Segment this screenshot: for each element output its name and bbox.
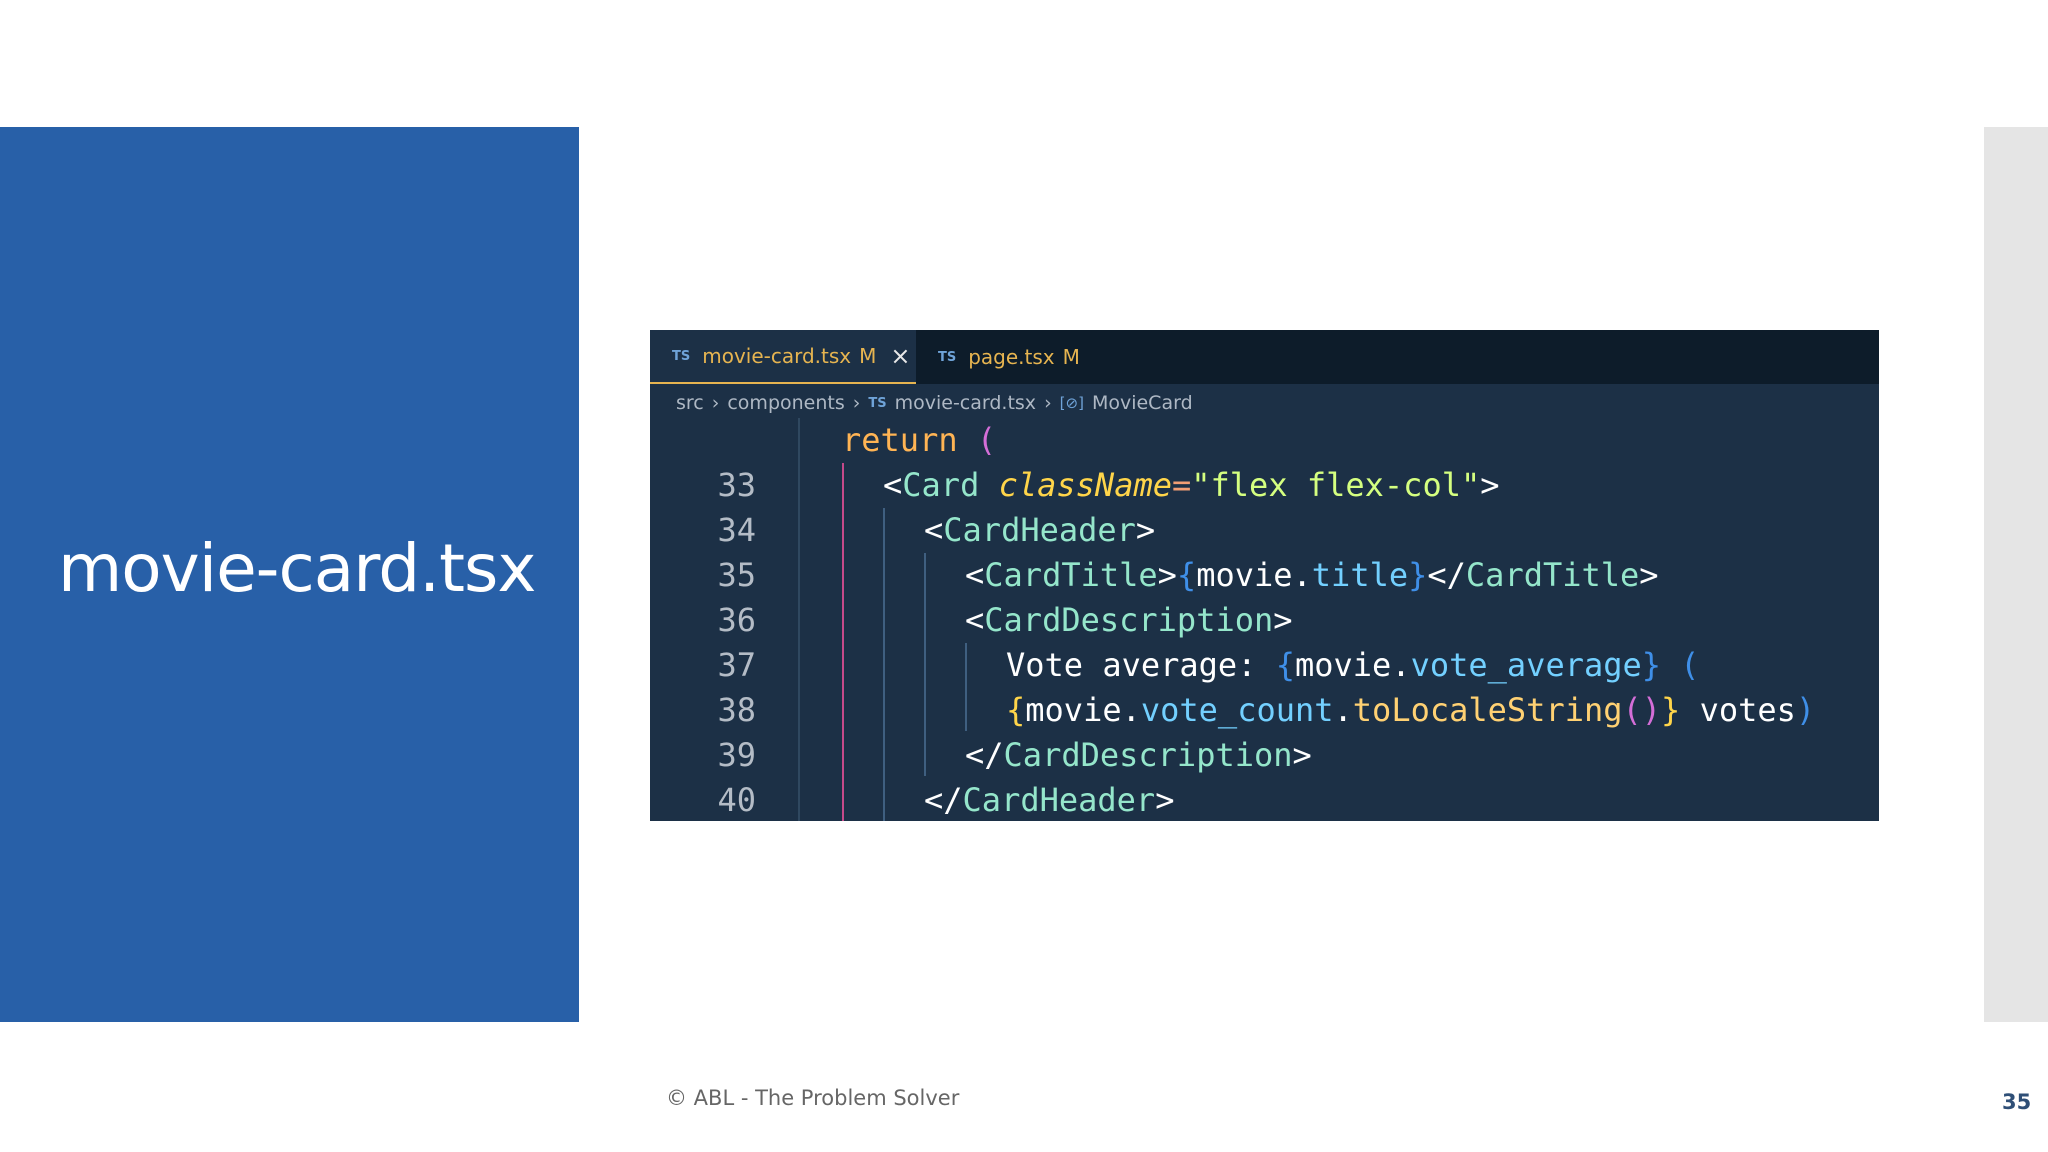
indent-guide	[798, 418, 800, 821]
slide-title: movie-card.tsx	[58, 530, 536, 607]
code-line: 38 Vote average: {movie.vote_average} (	[650, 643, 1879, 729]
code-line: 36 <CardTitle>{movie.title}</CardTitle>	[650, 553, 1879, 639]
breadcrumb-components[interactable]: components	[727, 392, 845, 414]
modified-indicator: M	[1062, 345, 1080, 369]
typescript-file-icon: TS	[672, 348, 691, 364]
footer-copyright: © ABL - The Problem Solver	[666, 1086, 960, 1110]
line-number: 34	[717, 511, 756, 549]
tab-movie-card[interactable]: TS movie-card.tsx M ×	[650, 330, 916, 384]
side-strip	[1984, 127, 2048, 1022]
line-number: 37	[717, 646, 756, 684]
close-icon[interactable]: ×	[890, 342, 911, 370]
symbol-icon: [⊘]	[1059, 394, 1084, 412]
tab-label: movie-card.tsx	[702, 344, 852, 368]
line-number: 36	[717, 601, 756, 639]
code-line: 37 <CardDescription>	[650, 598, 1879, 684]
editor-tab-bar: TS movie-card.tsx M × TS page.tsx M	[650, 330, 1879, 384]
tab-label: page.tsx	[968, 345, 1055, 369]
indent-guide	[883, 508, 885, 821]
chevron-right-icon: ›	[1044, 392, 1052, 414]
modified-indicator: M	[859, 344, 877, 368]
breadcrumb: src › components › TS movie-card.tsx › […	[676, 388, 1193, 418]
typescript-file-icon: TS	[868, 395, 887, 411]
title-panel	[0, 127, 579, 1022]
code-line: 34 <Card className="flex flex-col">	[650, 463, 1879, 549]
chevron-right-icon: ›	[711, 392, 720, 414]
code-line: 41 </CardHeader>	[924, 781, 1175, 819]
line-number: 33	[717, 466, 756, 504]
code-line: 35 <CardHeader>	[650, 508, 1879, 594]
indent-guide	[965, 643, 967, 731]
breadcrumb-file[interactable]: movie-card.tsx	[894, 392, 1037, 414]
line-number: 38	[717, 691, 756, 729]
code-area[interactable]: 33 return ( 34 <Card className="flex fle…	[650, 418, 1879, 821]
line-number: 35	[717, 556, 756, 594]
code-screenshot: TS movie-card.tsx M × TS page.tsx M src …	[650, 330, 1879, 821]
indent-guide	[842, 463, 844, 821]
page-number: 35	[2002, 1090, 2032, 1114]
line-number: 40	[717, 781, 756, 819]
indent-guide	[924, 553, 926, 776]
code-line: 39 {movie.vote_count.toLocaleString()} v…	[650, 688, 1879, 774]
tab-page[interactable]: TS page.tsx M	[916, 330, 1096, 384]
code-line: 40 </CardDescription>	[650, 733, 1879, 819]
breadcrumb-src[interactable]: src	[676, 392, 704, 414]
typescript-file-icon: TS	[938, 349, 957, 365]
line-number: 39	[717, 736, 756, 774]
chevron-right-icon: ›	[852, 392, 861, 414]
breadcrumb-symbol[interactable]: MovieCard	[1091, 392, 1193, 414]
code-line: 33 return (	[650, 418, 1879, 504]
